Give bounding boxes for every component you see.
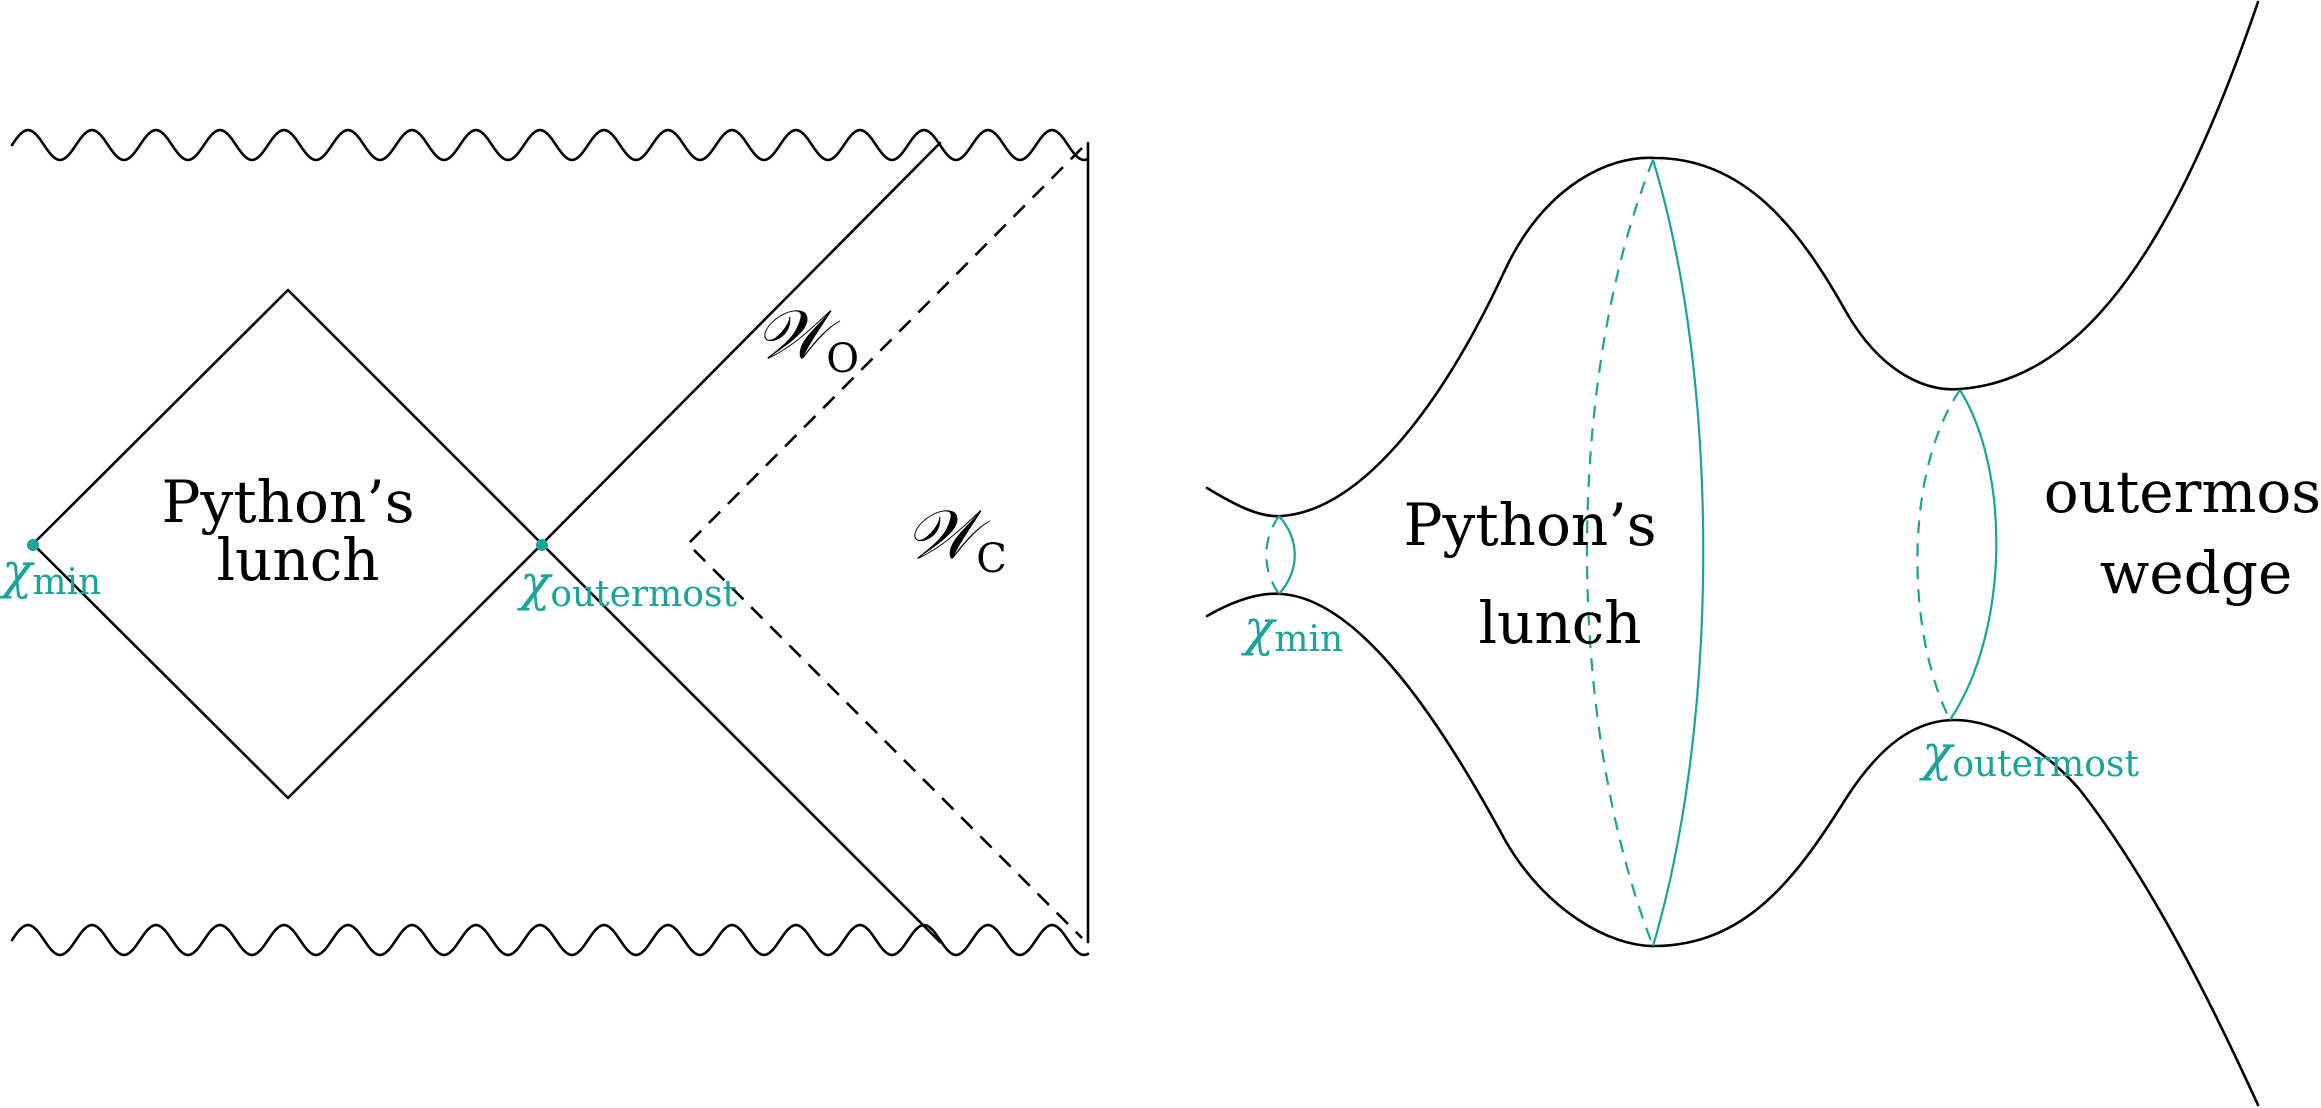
upper-boundary-curve: [1205, 0, 2260, 518]
right-chi-min-subscript: min: [1274, 619, 1343, 660]
bulge-front-arc: [1651, 159, 1705, 947]
wedge-outer-label: 𝒲O: [755, 296, 859, 382]
chi-min-front-arc: [1278, 515, 1296, 595]
left-region-label-line2: lunch: [216, 526, 379, 594]
right-chi-outermost-label: χoutermost: [1919, 724, 2139, 785]
outer-label-line1: outermost: [2044, 458, 2321, 526]
wedge-complement-label: 𝒲C: [905, 496, 1007, 582]
future-light-ray: [540, 141, 942, 546]
left-chi-min-label: χmin: [0, 542, 101, 603]
right-chi-outermost-symbol: χ: [1919, 724, 1955, 782]
chi-min-point: [27, 539, 39, 551]
bulge-back-arc: [1585, 159, 1655, 947]
left-chi-outermost-subscript: outermost: [550, 574, 737, 615]
python-lunch-diamond: [31, 288, 544, 800]
wedge-complement-subscript: C: [976, 536, 1007, 582]
left-region-label-line1: Python’s: [162, 468, 415, 536]
past-light-ray: [540, 542, 942, 944]
wedge-outer-subscript: O: [826, 336, 859, 382]
bottom-singularity: [10, 923, 1090, 957]
lower-boundary-curve: [1205, 592, 2260, 1107]
left-chi-outermost-label: χoutermost: [517, 554, 737, 615]
complement-wedge-boundary: [686, 147, 1083, 939]
penrose-diagram: Python’s lunch 𝒲O 𝒲C χmin χoutermost: [0, 128, 1090, 957]
spatial-geometry-sketch: Python’s lunch outermost wedge χmin χout…: [1205, 0, 2321, 1107]
left-chi-min-symbol: χ: [0, 542, 35, 600]
right-region-label-line1: Python’s: [1404, 491, 1657, 559]
chi-outermost-back-arc: [1916, 389, 1961, 721]
right-chi-outermost-subscript: outermost: [1952, 744, 2139, 785]
chi-outermost-front-arc: [1949, 389, 1998, 721]
top-singularity: [10, 128, 1090, 162]
right-chi-min-symbol: χ: [1241, 599, 1277, 657]
right-chi-min-label: χmin: [1241, 599, 1343, 660]
left-chi-min-subscript: min: [32, 562, 101, 603]
chi-min-back-arc: [1265, 515, 1280, 595]
right-region-label-line2: lunch: [1478, 589, 1641, 657]
outer-label-line2: wedge: [2100, 539, 2293, 607]
chi-outermost-point: [536, 539, 548, 551]
left-chi-outermost-symbol: χ: [517, 554, 553, 612]
